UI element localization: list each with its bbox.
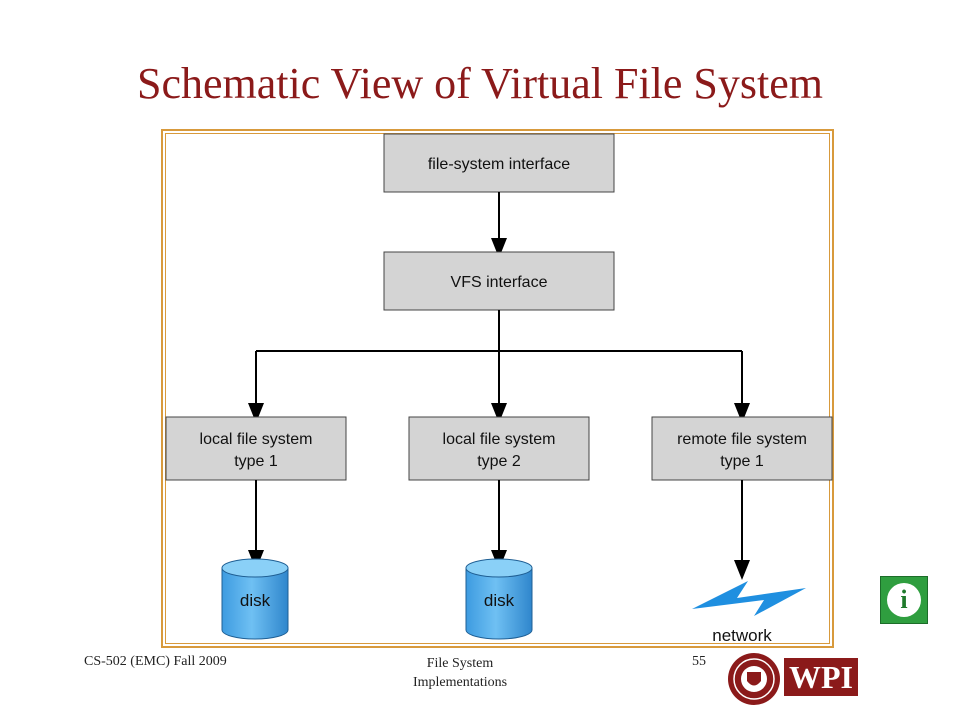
leaf-2-line1: local file system	[443, 431, 556, 448]
disk-2-label: disk	[484, 591, 515, 610]
footer-topic: File System Implementations	[380, 654, 540, 692]
leaf-3-line2: type 1	[720, 453, 764, 470]
network-lightning-icon: network	[692, 581, 806, 645]
local-file-system-type-2-box: local file system type 2	[408, 416, 590, 481]
leaf-1-line1: local file system	[200, 431, 313, 448]
page-number: 55	[692, 654, 706, 669]
file-system-interface-box: file-system interface	[383, 133, 615, 193]
network-label: network	[712, 626, 772, 645]
leaf-2-line2: type 2	[477, 453, 521, 470]
vfs-interface-box: VFS interface	[383, 251, 615, 311]
info-icon: i	[887, 583, 921, 617]
wpi-wordmark: WPI	[789, 659, 853, 695]
wpi-logo: WPI	[728, 653, 858, 705]
disk-icon: disk	[465, 558, 533, 640]
footer-course: CS-502 (EMC) Fall 2009	[84, 654, 227, 669]
leaf-1-line2: type 1	[234, 453, 278, 470]
slide-title: Schematic View of Virtual File System	[137, 59, 823, 108]
vfs-interface-label: VFS interface	[451, 274, 548, 291]
local-file-system-type-1-box: local file system type 1	[165, 416, 347, 481]
disk-icon: disk	[221, 558, 289, 640]
disk-1-label: disk	[240, 591, 271, 610]
remote-file-system-type-1-box: remote file system type 1	[651, 416, 833, 481]
footer-topic-line1: File System	[426, 656, 494, 671]
file-system-interface-label: file-system interface	[428, 156, 570, 173]
footer-topic-line2: Implementations	[412, 675, 508, 690]
leaf-3-line1: remote file system	[677, 431, 807, 448]
wpi-seal-icon	[728, 653, 780, 705]
wpi-wordmark-bg	[784, 658, 858, 696]
info-button[interactable]: i	[880, 576, 928, 624]
